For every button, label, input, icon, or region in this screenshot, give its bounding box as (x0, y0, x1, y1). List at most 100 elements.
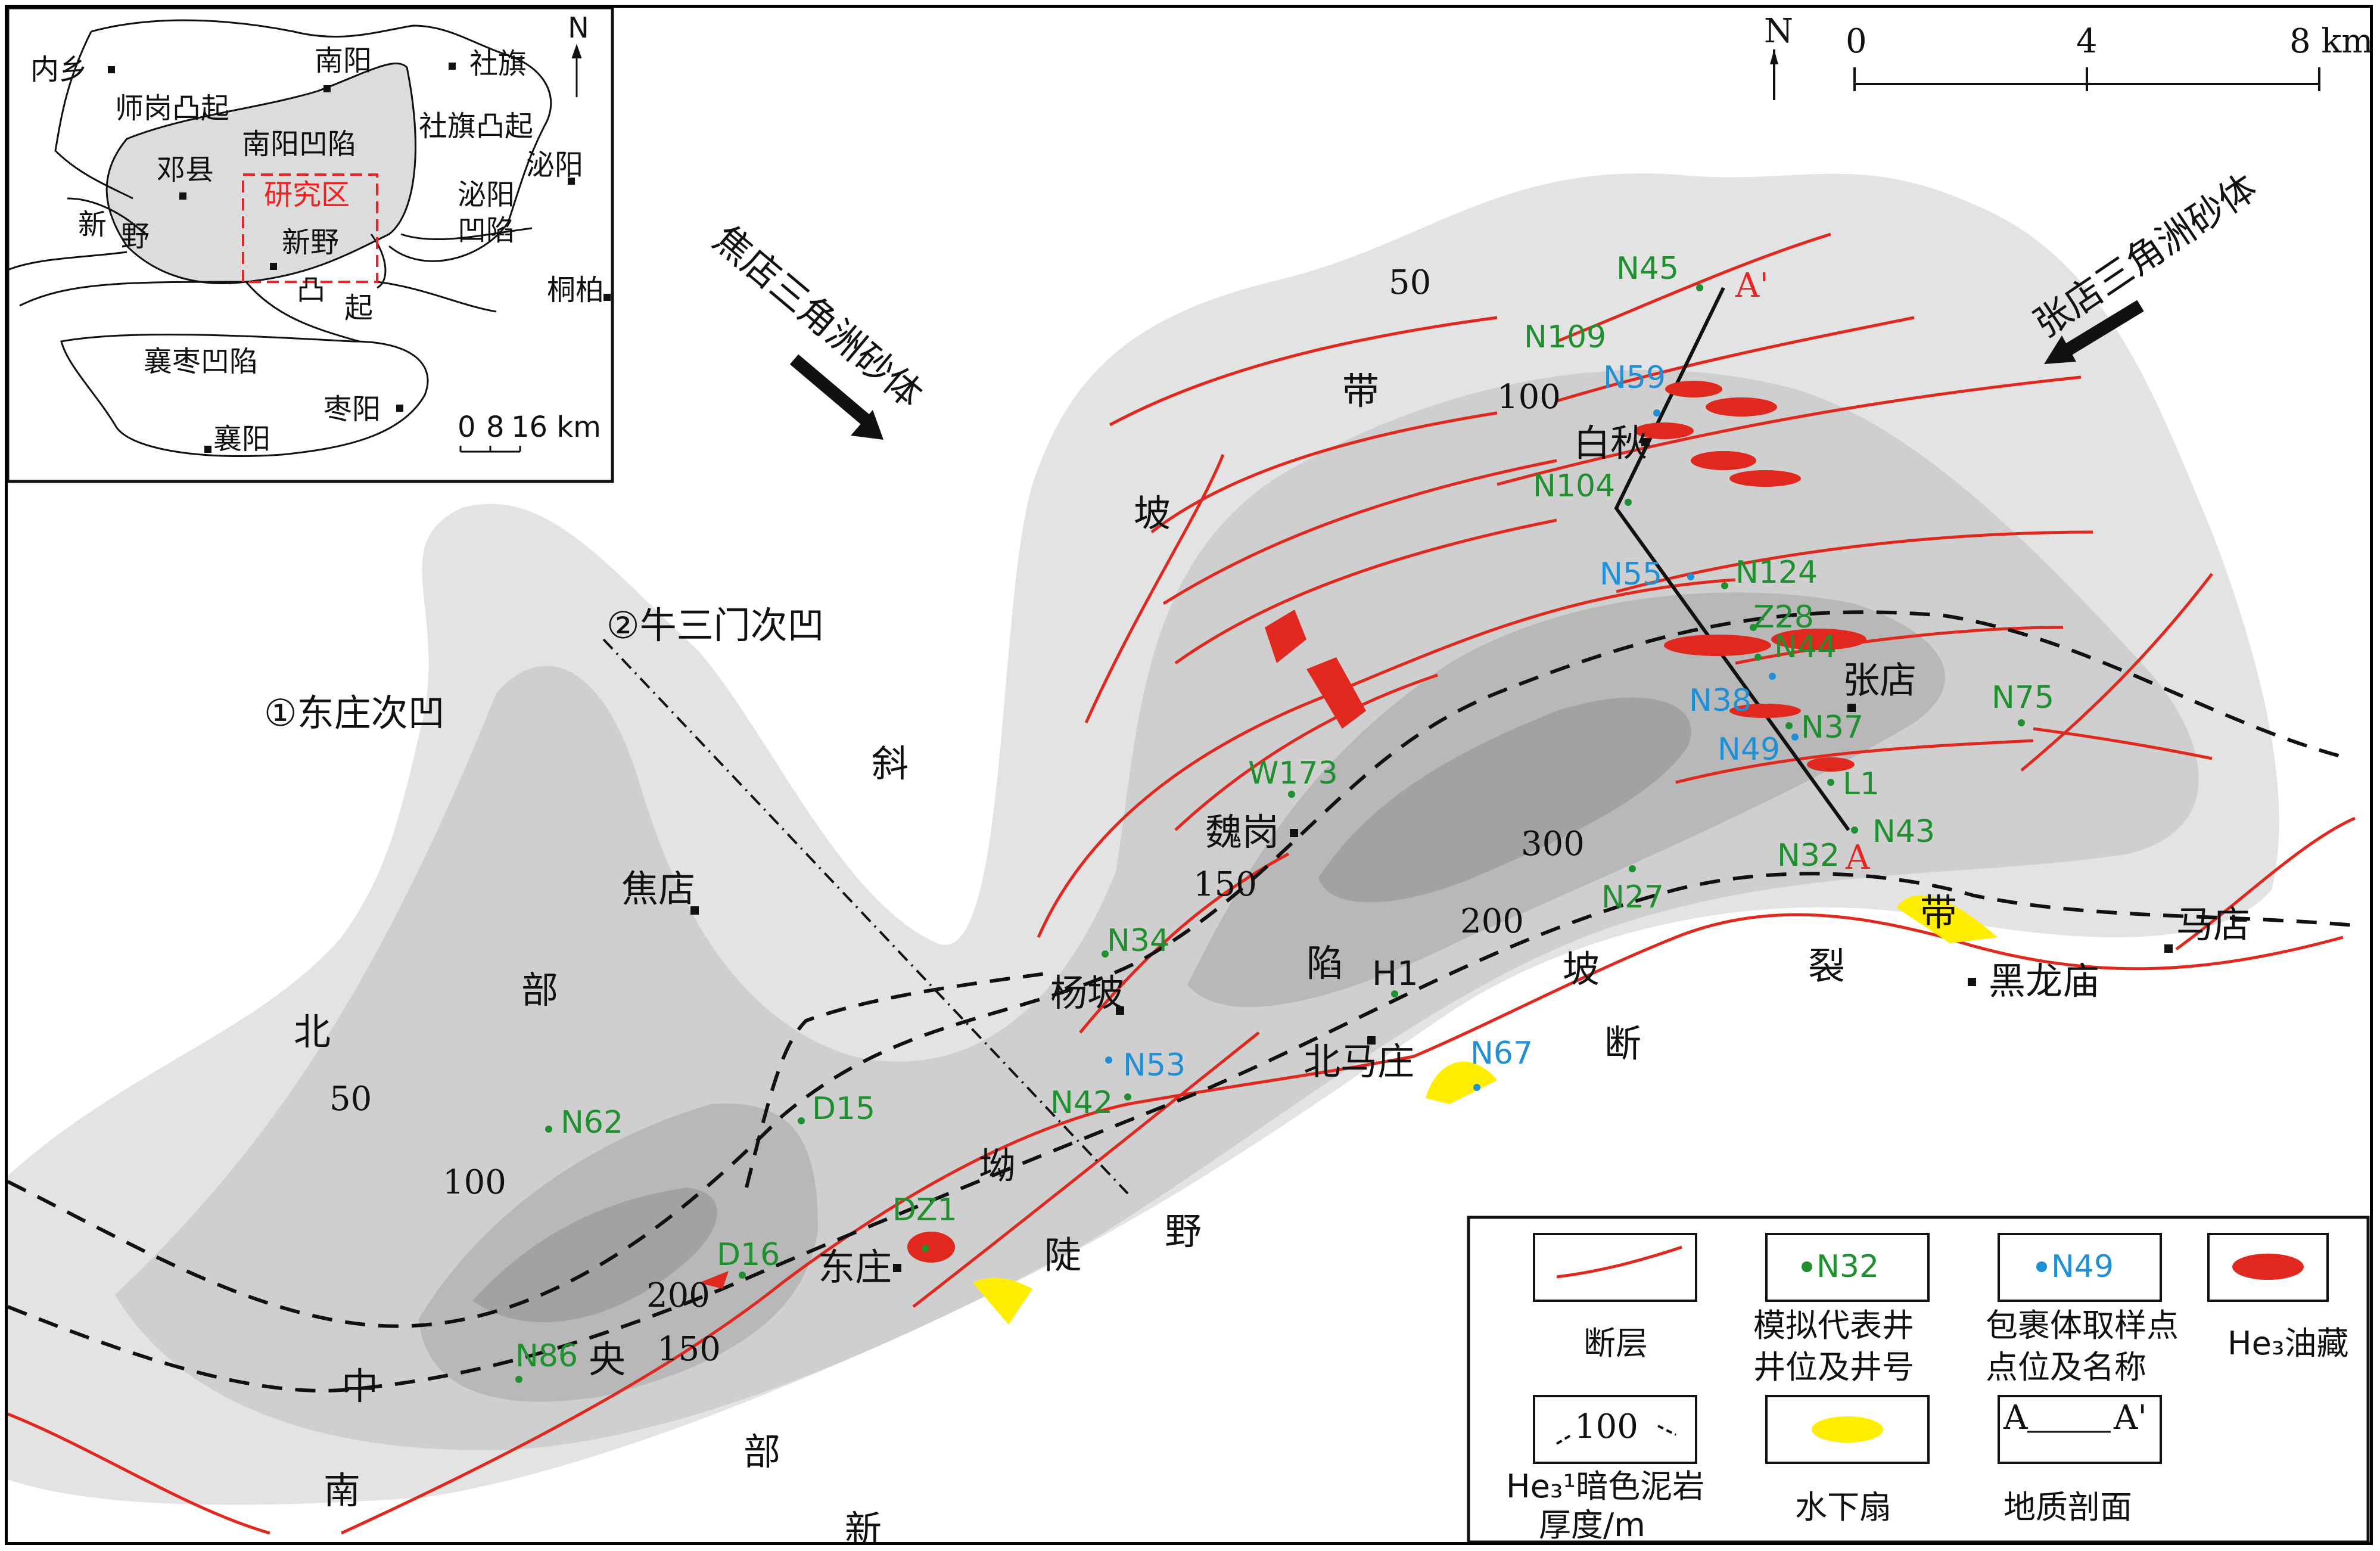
well-label: W173 (1248, 756, 1338, 791)
zone-char: 部 (743, 1430, 780, 1474)
well-label: N62 (561, 1105, 623, 1140)
fault-line (2033, 727, 2213, 760)
oil-pool (1664, 635, 1771, 656)
boundary-line (745, 971, 1051, 1188)
inset-scale-tick: 0 (458, 411, 476, 444)
inset-place: 泌阳 (458, 178, 515, 212)
zone-char: 带 (1920, 891, 1957, 934)
inset-place: 南阳凹陷 (242, 128, 356, 161)
inset-place: 泌阳 (526, 148, 583, 182)
fault-line (1675, 739, 2034, 784)
zone-char: 坡 (1134, 492, 1171, 535)
faults (8, 232, 2356, 1535)
inset-place: 襄枣凹陷 (144, 345, 258, 378)
fault-line (1497, 375, 2082, 486)
town-label: 北马庄 (1303, 1040, 1414, 1083)
zone-char: 坳 (979, 1144, 1016, 1188)
zone-char: 断 (1604, 1022, 1641, 1065)
section-line (1614, 287, 1850, 831)
subsag-label-dongzhuang: ①东庄次凹 (264, 691, 445, 735)
fault-line (1616, 530, 2093, 593)
north-arrow: N (1764, 12, 1793, 100)
oil-pool (1807, 757, 1855, 772)
town-markers (690, 438, 2173, 1272)
sample-dot (1769, 673, 1776, 680)
well-dot (1288, 791, 1295, 798)
sample-dot (1653, 409, 1660, 416)
zone-char: 陡 (1044, 1233, 1081, 1277)
town-label: 白秋 (1573, 421, 1647, 465)
sample-dot (1473, 1084, 1480, 1091)
well-dot (1754, 654, 1762, 661)
jiaodian-arrow: 焦店三角洲砂体 (705, 217, 931, 440)
fault-line (8, 1412, 270, 1535)
boundary-line (8, 872, 2356, 1393)
fault-line (2175, 816, 2356, 951)
inset-place: 邓县 (157, 153, 214, 187)
inset-region-nanyang (105, 63, 416, 284)
town-marker (893, 1264, 901, 1272)
well-dot (2018, 719, 2025, 726)
fault-line (1150, 411, 1498, 533)
section-label-a: A (1845, 838, 1870, 877)
contour-value: 150 (657, 1330, 721, 1369)
oil-pool (1634, 422, 1694, 439)
well-label: N104 (1533, 468, 1615, 504)
town-marker (690, 906, 699, 915)
north-arrow-icon (1770, 49, 1778, 64)
town-label: 张店 (1843, 658, 1917, 702)
legend-incl-sample: N49 (2051, 1249, 2114, 1285)
well-label: L1 (1843, 766, 1880, 802)
legend-fault-label: 断层 (1583, 1325, 1648, 1362)
legend-section-ap: A' (2113, 1398, 2147, 1437)
well-labels-green: N45 N109 N104 N124 Z28 N44 N37 L1 N43 N3… (515, 251, 2054, 1374)
fault-line (1079, 852, 1290, 1034)
inset-scale-bar (459, 446, 521, 453)
sample-dot (1791, 733, 1799, 741)
inset-place: 起 (344, 291, 373, 325)
legend-mud-label-1: He₃¹暗色泥岩 (1506, 1468, 1704, 1505)
inset-towns (108, 63, 611, 453)
contour-value: 300 (1521, 825, 1585, 863)
well-dot (798, 1117, 805, 1124)
zone-char: 北 (294, 1010, 331, 1053)
well-dot (1785, 722, 1793, 729)
sample-label: N55 (1600, 557, 1662, 592)
sample-label: N67 (1470, 1036, 1533, 1071)
fault-line (1556, 316, 1915, 403)
well-dot (1851, 826, 1858, 834)
zone-char: 裂 (1808, 944, 1845, 988)
inset-map: 内乡 南阳 社旗 师岗凸起 南阳凹陷 社旗凸起 邓县 泌阳 研究区 泌阳 凹陷 … (8, 8, 614, 483)
fault-line (1174, 673, 1438, 831)
zone-char: 斜 (872, 742, 909, 785)
fault-line (1174, 518, 1557, 665)
zone-4 (1318, 697, 1691, 903)
legend-well-label-1: 模拟代表井 (1753, 1307, 1914, 1344)
fan (973, 1278, 1032, 1325)
zone-labels: 斜 坡 带 北 部 中 央 坳 陡 陷 南 部 新 野 断 裂 带 坡 (294, 369, 1957, 1542)
well-label: N45 (1616, 251, 1679, 287)
well-label: N32 (1777, 838, 1840, 874)
town-marker (1116, 1006, 1124, 1015)
town-label: 东庄 (818, 1245, 892, 1289)
wells-green (515, 284, 2025, 1383)
well-dot (1721, 582, 1728, 589)
oil-pools (699, 381, 1866, 1289)
town-marker (1367, 1036, 1376, 1045)
scale-bar: 0 4 8 km (1846, 22, 2370, 91)
well-dot (922, 1245, 929, 1252)
well-label: N27 (1601, 879, 1664, 915)
well-dot (1827, 779, 1834, 786)
oil-pool (1265, 610, 1306, 663)
sample-label: N59 (1603, 360, 1666, 396)
fault-line (1556, 232, 1831, 343)
contour-value: 50 (329, 1080, 372, 1118)
sample-label: N53 (1123, 1048, 1186, 1083)
zone-4b (472, 1188, 717, 1323)
oil-pool (1771, 629, 1866, 650)
zone-char: 部 (521, 968, 558, 1012)
well-dot (1102, 950, 1109, 958)
underwater-fans (973, 895, 1998, 1325)
scale-tick: 4 (2076, 22, 2098, 61)
scale-tick: 0 (1846, 22, 1867, 61)
